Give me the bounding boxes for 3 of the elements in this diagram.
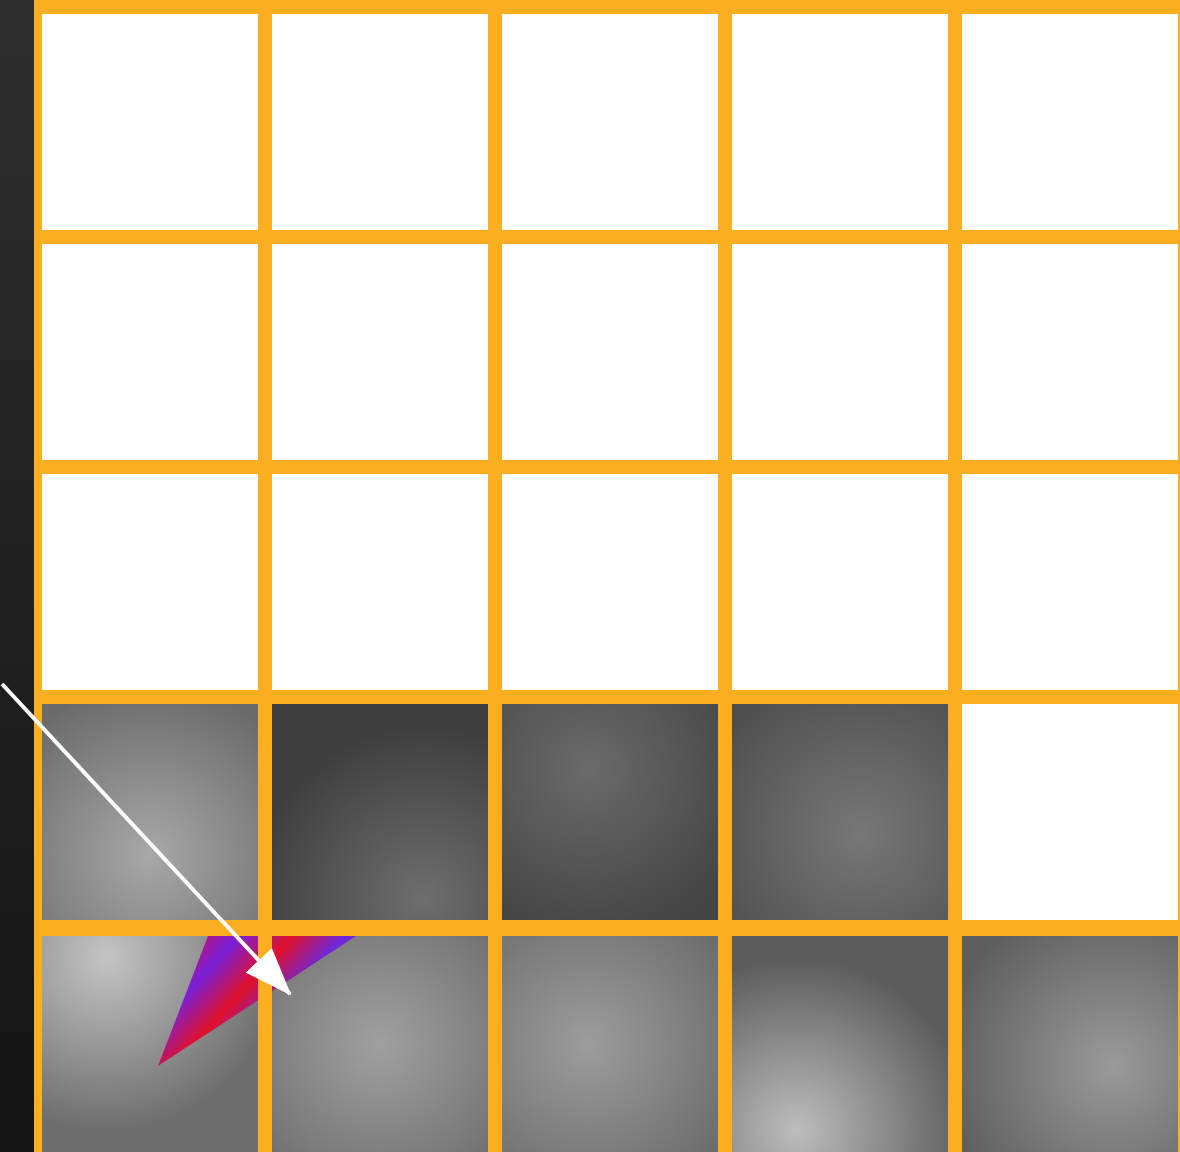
side-panel xyxy=(0,0,34,1152)
triangle-shape xyxy=(158,936,356,1066)
arrow xyxy=(0,682,292,996)
